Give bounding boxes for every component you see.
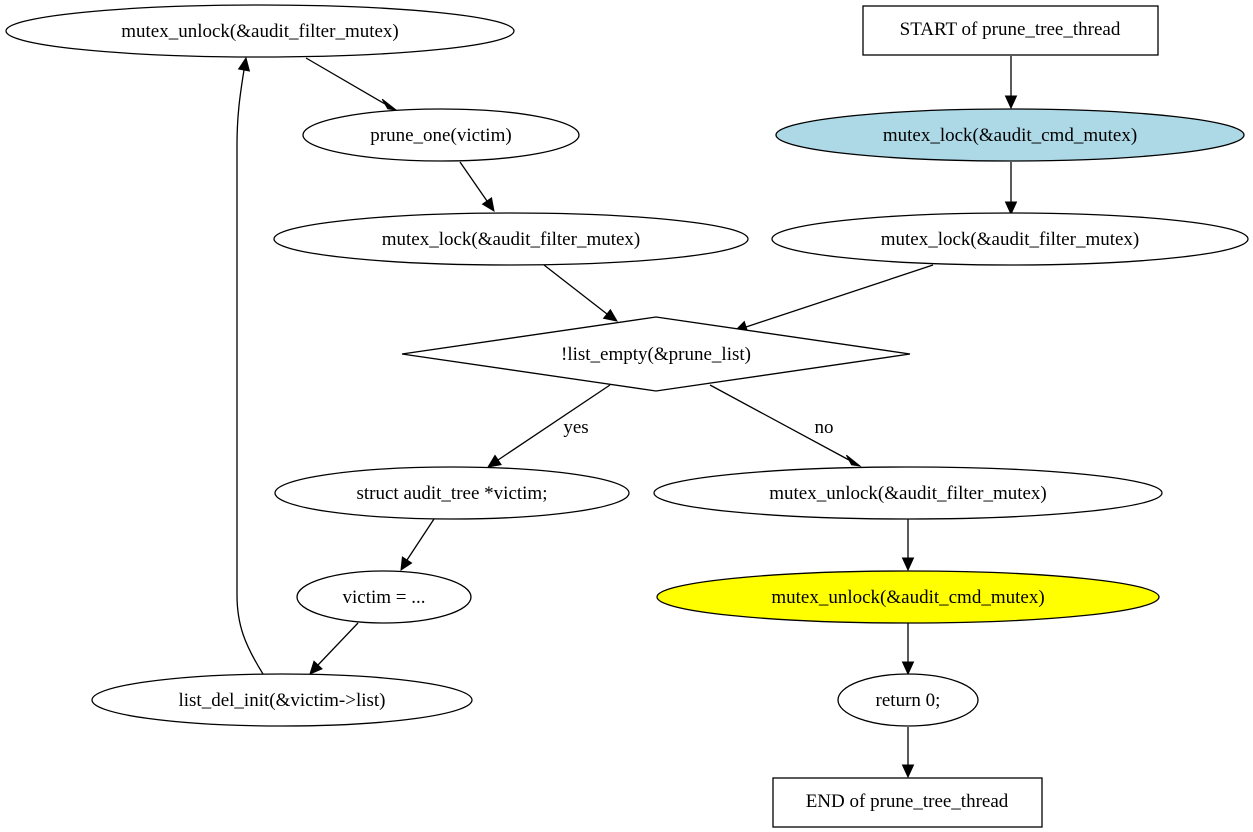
edge-label-yes: yes: [563, 417, 588, 438]
edge-decl-to-assign: [400, 518, 435, 572]
edge-start-to-lock-cmd: [1004, 56, 1018, 110]
node-end-label: END of prune_tree_thread: [806, 791, 1009, 812]
node-del-label: list_del_init(&victim->list): [178, 690, 385, 711]
node-condition-label: !list_empty(&prune_list): [561, 344, 751, 365]
edge-lock-filter-right-to-condition: [733, 264, 934, 333]
node-del-ellipse: [91, 673, 473, 727]
node-condition-diamond: [401, 316, 911, 392]
edge-lock-filter-left-to-condition: [543, 264, 618, 322]
edge-prune-one-to-lock-filter-left: [459, 161, 495, 213]
node-lock-filter-left: mutex_lock(&audit_filter_mutex): [273, 212, 749, 266]
edge-unlock-filter-right-to-unlock-cmd: [901, 519, 915, 572]
node-unlock-filter-left: mutex_unlock(&audit_filter_mutex): [5, 4, 515, 58]
edge-condition-to-unlock-filter-right-no: [709, 384, 862, 467]
node-unlock-filter-right: mutex_unlock(&audit_filter_mutex): [653, 466, 1163, 520]
node-unlock-cmd: mutex_unlock(&audit_cmd_mutex): [656, 570, 1160, 624]
node-lock-cmd-ellipse: [775, 108, 1245, 162]
edge-lock-cmd-to-lock-filter-right: [1004, 162, 1018, 216]
node-lock-filter-right-ellipse: [771, 212, 1249, 266]
node-assign-ellipse: [296, 570, 472, 624]
node-unlock-filter-left-label: mutex_unlock(&audit_filter_mutex): [121, 21, 399, 42]
node-decl-label: struct audit_tree *victim;: [356, 483, 547, 504]
node-return-ellipse: [837, 673, 979, 727]
node-unlock-filter-right-label: mutex_unlock(&audit_filter_mutex): [769, 483, 1047, 504]
node-start-box: [862, 5, 1159, 56]
node-prune-one-label: prune_one(victim): [370, 125, 511, 146]
edge-unlock-filter-left-to-prune-one: [305, 57, 398, 111]
node-unlock-cmd-ellipse: [656, 570, 1160, 624]
node-lock-cmd-label: mutex_lock(&audit_cmd_mutex): [883, 125, 1137, 146]
node-lock-filter-left-label: mutex_lock(&audit_filter_mutex): [382, 229, 641, 250]
edge-del-to-unlock-filter-left: [236, 56, 264, 675]
node-return-label: return 0;: [876, 690, 941, 711]
node-end-box: [772, 777, 1043, 828]
node-condition: !list_empty(&prune_list): [401, 316, 911, 392]
node-unlock-filter-right-ellipse: [653, 466, 1163, 520]
node-assign-label: victim = ...: [342, 587, 425, 608]
node-end: END of prune_tree_thread: [772, 777, 1043, 828]
edge-label-no: no: [815, 417, 834, 438]
node-start: START of prune_tree_thread: [862, 5, 1159, 56]
node-prune-one-ellipse: [302, 108, 580, 162]
edge-return-to-end: [901, 727, 915, 779]
edge-assign-to-del: [309, 622, 359, 675]
node-decl-ellipse: [274, 466, 630, 520]
node-del: list_del_init(&victim->list): [91, 673, 473, 727]
node-unlock-filter-left-ellipse: [5, 4, 515, 58]
node-start-label: START of prune_tree_thread: [900, 19, 1121, 40]
node-prune-one: prune_one(victim): [302, 108, 580, 162]
node-lock-filter-right-label: mutex_lock(&audit_filter_mutex): [881, 229, 1140, 250]
node-lock-filter-right: mutex_lock(&audit_filter_mutex): [771, 212, 1249, 266]
node-decl: struct audit_tree *victim;: [274, 466, 630, 520]
edge-condition-to-decl-yes: [486, 384, 611, 468]
node-return: return 0;: [837, 673, 979, 727]
node-unlock-cmd-label: mutex_unlock(&audit_cmd_mutex): [771, 587, 1044, 608]
edge-unlock-cmd-to-return: [901, 623, 915, 676]
node-lock-cmd: mutex_lock(&audit_cmd_mutex): [775, 108, 1245, 162]
node-assign: victim = ...: [296, 570, 472, 624]
node-lock-filter-left-ellipse: [273, 212, 749, 266]
